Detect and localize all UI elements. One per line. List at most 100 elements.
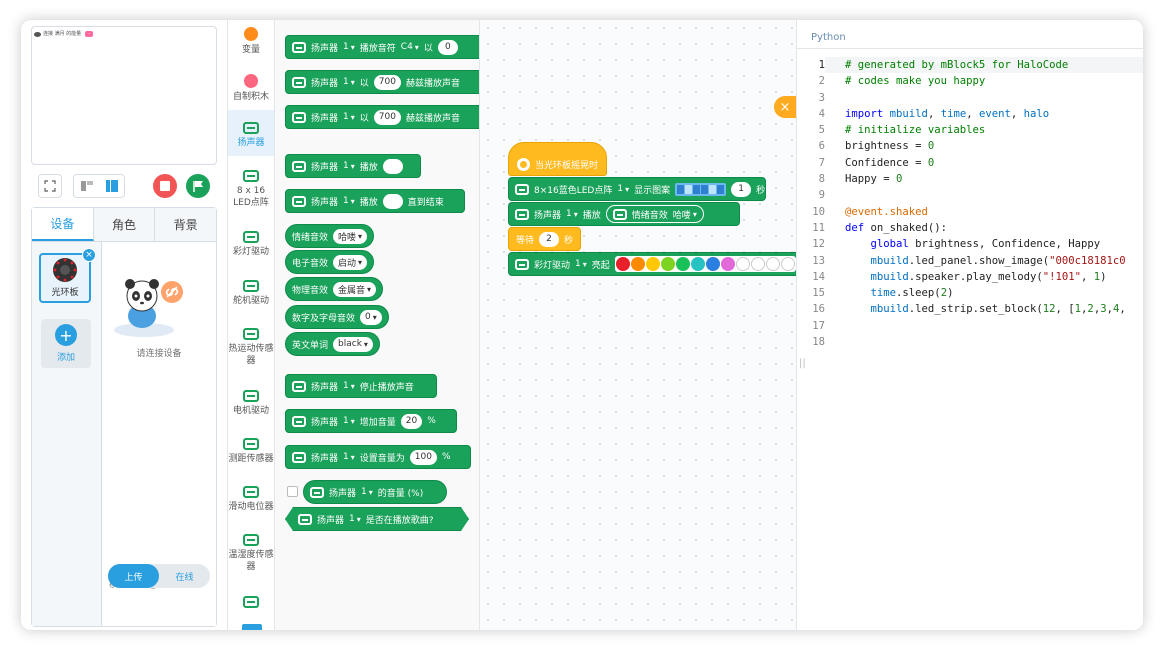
emotion-sound-reporter[interactable]: 情绪音效 哈喽 [605, 205, 704, 223]
emotion-sound-dropdown[interactable]: 哈喽 [333, 228, 368, 244]
led-color-2[interactable] [630, 257, 645, 271]
code-language-tab[interactable]: Python [797, 25, 1143, 49]
block-play-sound[interactable]: 扬声器 1 播放 [285, 154, 421, 178]
port-dropdown[interactable]: 1 [361, 487, 373, 497]
wait-seconds-input[interactable]: 2 [539, 231, 560, 247]
english-word-dropdown[interactable]: black [333, 336, 373, 352]
port-dropdown[interactable]: 1 [566, 209, 578, 219]
category-pir-sensor[interactable]: 热运动传感器 [228, 328, 274, 367]
hat-when-shaken[interactable]: 当光环板摇晃时 [508, 142, 608, 176]
fullscreen-button[interactable] [38, 174, 62, 198]
tab-devices[interactable]: 设备 [32, 208, 94, 241]
port-dropdown[interactable]: 1 [343, 416, 355, 426]
volume-change-input[interactable]: 20 [400, 413, 423, 429]
led-color-8[interactable] [720, 257, 735, 271]
volume-monitor-checkbox[interactable] [287, 486, 298, 497]
led-color-5[interactable] [675, 257, 690, 271]
stage-canvas[interactable]: 连接 满月 的能量 · [31, 26, 217, 165]
port-dropdown[interactable]: 1 [349, 514, 361, 524]
port-dropdown[interactable]: 1 [343, 381, 355, 391]
category-speaker[interactable]: 扬声器 [228, 110, 274, 156]
add-device-button[interactable]: + 添加 [41, 319, 91, 368]
code-line[interactable]: 10@event.shaked [797, 204, 1143, 220]
led-color-12[interactable] [780, 257, 795, 271]
led-color-7[interactable] [705, 257, 720, 271]
script-led-strip-light[interactable]: 彩灯驱动 1 亮起 [508, 252, 808, 276]
script-led-show-image[interactable]: 8×16蓝色LED点阵 1 显示图案 1 秒 [508, 177, 766, 201]
led-color-6[interactable] [690, 257, 705, 271]
note-dropdown[interactable]: C4 [401, 42, 419, 52]
port-dropdown[interactable]: 1 [575, 259, 587, 269]
block-change-volume[interactable]: 扬声器 1 增加音量 20 % [285, 409, 457, 433]
code-line[interactable]: 16 mbuild.led_strip.set_block(12, [1,2,3… [797, 301, 1143, 317]
code-line[interactable]: 5# initialize variables [797, 122, 1143, 138]
beats-input[interactable]: 0 [437, 39, 458, 55]
panel-resize-handle[interactable]: || [799, 358, 806, 369]
sound-slot[interactable] [382, 158, 403, 174]
reporter-volume[interactable]: 扬声器 1 的音量 (%) [303, 480, 447, 504]
volume-set-input[interactable]: 100 [409, 449, 437, 465]
block-stop-sound[interactable]: 扬声器 1 停止播放声音 [285, 374, 437, 398]
port-dropdown[interactable]: 1 [617, 184, 629, 194]
code-line[interactable]: 18 [797, 334, 1143, 350]
code-line[interactable]: 3 [797, 90, 1143, 106]
green-flag-button[interactable] [186, 174, 210, 198]
category-humiture-sensor[interactable]: 温湿度传感器 [228, 534, 274, 573]
code-line[interactable]: 9 [797, 187, 1143, 203]
tab-backdrops[interactable]: 背景 [155, 208, 217, 241]
reporter-number-letter-sound[interactable]: 数字及字母音效 0 [285, 305, 389, 329]
remove-device-button[interactable]: × [82, 248, 96, 262]
led-color-picker[interactable] [614, 256, 796, 272]
small-stage-button[interactable] [74, 175, 99, 197]
category-slide-potentiometer[interactable]: 滑动电位器 [228, 486, 274, 513]
led-color-9[interactable] [735, 257, 750, 271]
script-workspace[interactable]: 当光环板摇晃时 8×16蓝色LED点阵 1 显示图案 1 秒 扬声器 1 播放 … [480, 20, 808, 630]
reporter-physical-sound[interactable]: 物理音效 金属音 [285, 277, 384, 301]
category-more[interactable] [228, 596, 274, 611]
frequency-input[interactable]: 700 [373, 109, 401, 125]
reporter-electronic-sound[interactable]: 电子音效 启动 [285, 250, 375, 274]
number-letter-sound-dropdown[interactable]: 0 [360, 309, 382, 325]
script-speaker-play[interactable]: 扬声器 1 播放 情绪音效 哈喽 [508, 202, 740, 226]
reporter-english-word[interactable]: 英文单词 black [285, 332, 380, 356]
tab-sprites[interactable]: 角色 [93, 208, 156, 241]
stop-button[interactable] [153, 174, 177, 198]
emotion-sound-dropdown[interactable]: 哈喽 [673, 208, 697, 221]
category-led-matrix[interactable]: 8 x 16 LED点阵 [228, 170, 274, 209]
block-play-note[interactable]: 扬声器 1 播放音符 C4 以 0 [285, 35, 479, 59]
category-motor-driver[interactable]: 电机驱动 [228, 390, 274, 417]
port-dropdown[interactable]: 1 [343, 77, 355, 87]
duration-input[interactable]: 1 [731, 181, 752, 197]
led-color-11[interactable] [765, 257, 780, 271]
code-line[interactable]: 13 mbuild.led_panel.show_image("000c1818… [797, 253, 1143, 269]
electronic-sound-dropdown[interactable]: 启动 [333, 254, 368, 270]
port-dropdown[interactable]: 1 [343, 42, 355, 52]
port-dropdown[interactable]: 1 [343, 112, 355, 122]
stage-size-toggle[interactable] [73, 174, 125, 198]
code-line[interactable]: 2# codes make you happy [797, 73, 1143, 89]
code-line[interactable]: 14 mbuild.speaker.play_melody("!101", 1) [797, 269, 1143, 285]
led-color-10[interactable] [750, 257, 765, 271]
mode-switch[interactable]: 上传 在线 [108, 564, 210, 588]
block-play-sound-until-done[interactable]: 扬声器 1 播放 直到结束 [285, 189, 465, 213]
led-color-4[interactable] [660, 257, 675, 271]
extension-button[interactable] [242, 624, 262, 630]
reporter-emotion-sound[interactable]: 情绪音效 哈喽 [285, 224, 375, 248]
close-code-panel-button[interactable]: × [774, 96, 796, 118]
port-dropdown[interactable]: 1 [343, 196, 355, 206]
upload-mode-button[interactable]: 上传 [108, 564, 159, 588]
code-line[interactable]: 17 [797, 318, 1143, 334]
led-color-1[interactable] [615, 257, 630, 271]
led-image-picker[interactable] [675, 182, 727, 196]
online-mode-button[interactable]: 在线 [175, 572, 194, 583]
boolean-is-playing[interactable]: 扬声器 1 是否在播放歌曲? [285, 507, 469, 531]
frequency-input[interactable]: 700 [373, 74, 401, 90]
code-line[interactable]: 15 time.sleep(2) [797, 285, 1143, 301]
category-ranging-sensor[interactable]: 测距传感器 [228, 438, 274, 465]
